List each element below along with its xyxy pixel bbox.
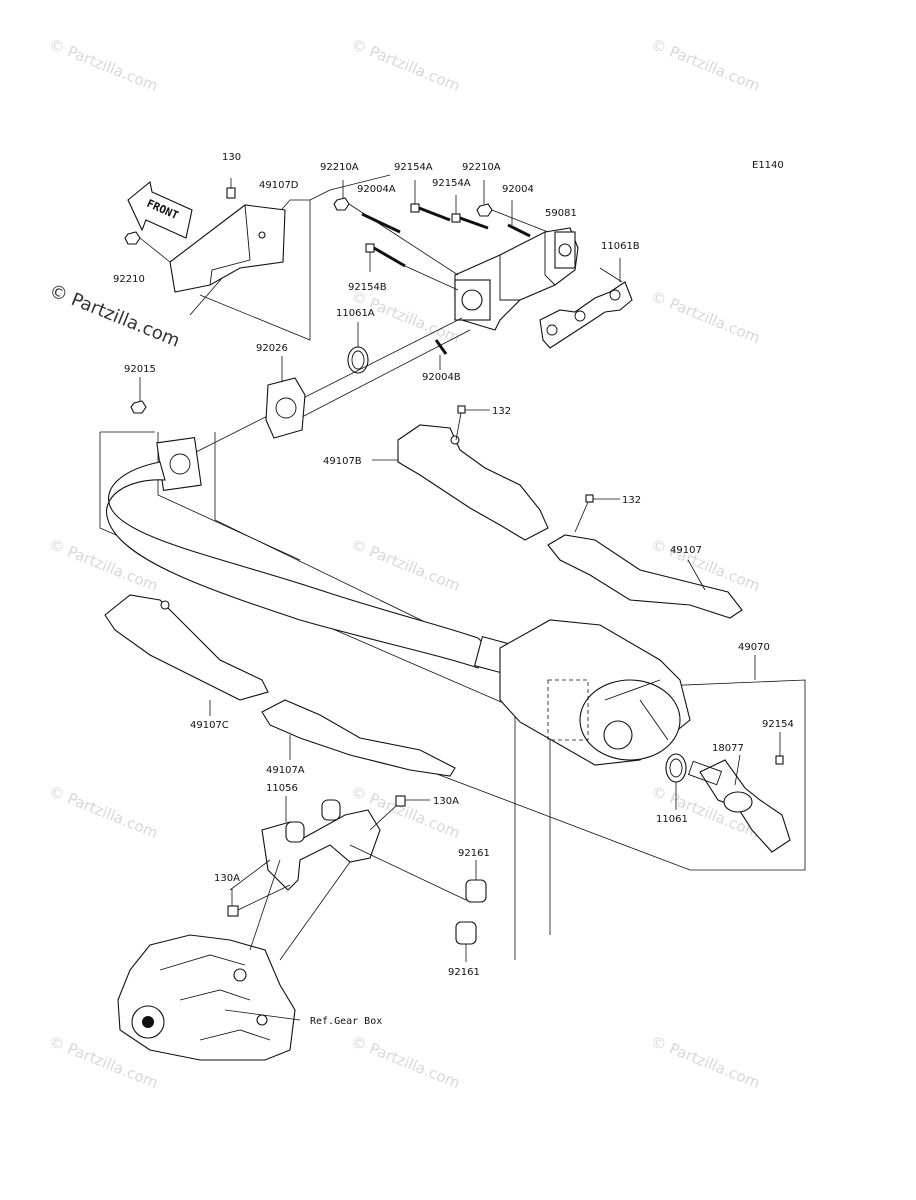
gear-box — [117, 934, 296, 1061]
gasket-11061 — [665, 753, 687, 783]
label-130a-right: 130A — [433, 796, 459, 807]
rubber-mount-92161-bottom — [455, 921, 477, 945]
label-92154: 92154 — [762, 719, 794, 730]
label-18077: 18077 — [712, 743, 744, 754]
muffler-49070 — [499, 619, 691, 766]
stud-92004b — [434, 339, 448, 355]
label-92154a-2: 92154A — [432, 178, 471, 189]
label-92154b: 92154B — [348, 282, 387, 293]
label-92004a: 92004A — [357, 184, 396, 195]
label-92004: 92004 — [502, 184, 534, 195]
bolt-130a-left — [227, 905, 239, 917]
bolt-92154b — [365, 243, 406, 268]
label-ref-gear-box: Ref.Gear Box — [310, 1016, 382, 1027]
watermark: © Partzilla.com — [349, 35, 463, 95]
watermark: © Partzilla.com — [349, 535, 463, 595]
heat-shield-49107a — [261, 699, 456, 777]
bolt-132-mid — [585, 494, 594, 503]
label-132-top: 132 — [492, 406, 511, 417]
label-132-mid: 132 — [622, 495, 641, 506]
brand-watermark: © Partzilla.com — [46, 280, 183, 352]
exhaust-manifold-59081 — [454, 227, 579, 331]
label-11061b: 11061B — [601, 241, 640, 252]
bolt-92154a-1 — [410, 203, 451, 222]
label-92154a-1: 92154A — [394, 162, 433, 173]
label-49107a: 49107A — [266, 765, 305, 776]
heat-shield-49107b — [397, 424, 549, 541]
label-130: 130 — [222, 152, 241, 163]
bolt-132-top — [457, 405, 466, 414]
heat-shield-49107c — [104, 594, 269, 701]
nut-92210a-left — [333, 197, 350, 211]
watermark: © Partzilla.com — [649, 35, 763, 95]
rubber-mount-92161-top — [465, 879, 487, 903]
stud-92004 — [507, 223, 531, 238]
label-92210: 92210 — [113, 274, 145, 285]
label-92210a-left: 92210A — [320, 162, 359, 173]
heat-shield-49107d — [169, 204, 286, 293]
label-92161-top: 92161 — [458, 848, 490, 859]
label-49107c: 49107C — [190, 720, 229, 731]
label-11061a: 11061A — [336, 308, 375, 319]
part-labels: 130 49107D 92210 92210A 92004A 92154A 92… — [113, 152, 794, 1027]
watermark: © Partzilla.com — [349, 1032, 463, 1092]
bracket-11056 — [261, 799, 381, 891]
label-11061: 11061 — [656, 814, 688, 825]
front-arrow-icon: FRONT — [127, 180, 193, 239]
tailpipe-18077 — [687, 759, 791, 853]
label-92210a-right: 92210A — [462, 162, 501, 173]
label-130a-left: 130A — [214, 873, 240, 884]
label-92026: 92026 — [256, 343, 288, 354]
diagram-code: E1140 — [752, 160, 784, 171]
label-49107d: 49107D — [259, 180, 299, 191]
heat-shield-49107 — [547, 534, 743, 619]
bolt-130a-right — [395, 795, 406, 807]
watermark: © Partzilla.com — [649, 287, 763, 347]
bolt-92154 — [775, 755, 784, 765]
nut-92210a-right — [476, 203, 493, 217]
label-11056: 11056 — [266, 783, 298, 794]
watermark: © Partzilla.com — [47, 782, 161, 842]
nut-92210 — [124, 231, 141, 245]
label-92004b: 92004B — [422, 372, 461, 383]
bolt-130 — [226, 187, 236, 199]
label-92161-bottom: 92161 — [448, 967, 480, 978]
gasket-92026 — [265, 377, 306, 439]
label-49070: 49070 — [738, 642, 770, 653]
label-59081: 59081 — [545, 208, 577, 219]
nut-92015 — [130, 400, 147, 414]
gasket-11061b — [539, 281, 633, 349]
watermark: © Partzilla.com — [649, 1032, 763, 1092]
gasket-11061a — [347, 346, 369, 374]
watermark: © Partzilla.com — [47, 35, 161, 95]
label-49107: 49107 — [670, 545, 702, 556]
label-49107b: 49107B — [323, 456, 362, 467]
label-92015: 92015 — [124, 364, 156, 375]
stud-92004a — [361, 212, 401, 234]
